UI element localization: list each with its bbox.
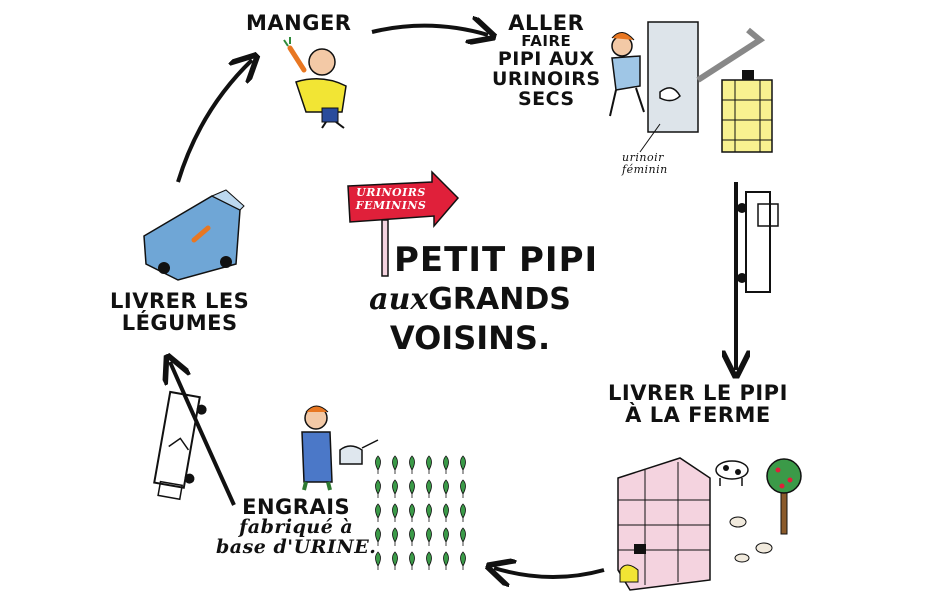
- sprout: [460, 479, 466, 498]
- sprout: [426, 455, 432, 474]
- step-aller-pipi: ALLER FAIRE PIPI AUX URINOIRS SECS: [492, 12, 601, 110]
- sign-text: URINOIRS FEMININS: [350, 186, 432, 212]
- blue-van-illustration: [143, 189, 245, 281]
- sprout: [375, 479, 381, 498]
- sprout: [443, 503, 449, 522]
- title-line-2: auxGRANDS: [360, 282, 580, 317]
- note-line-2: féminin: [622, 163, 668, 177]
- sprout: [392, 479, 398, 498]
- arrow-ferme-to-engrais: [494, 568, 605, 577]
- sprout: [460, 455, 466, 474]
- aller-line-5: SECS: [517, 87, 575, 110]
- sprout: [460, 551, 466, 570]
- sprout: [392, 527, 398, 546]
- sign-line-2: FEMININS: [355, 199, 427, 213]
- sprout: [409, 503, 415, 522]
- crop-field-illustration: [375, 455, 466, 570]
- sprout: [443, 455, 449, 474]
- diagram-title: PETIT PIPI auxGRANDS VOISINS.: [360, 240, 599, 357]
- person-eating-illustration: [283, 37, 347, 129]
- sprout: [426, 503, 432, 522]
- sprout: [443, 527, 449, 546]
- engrais-line-2: fabriqué à: [239, 516, 354, 539]
- sprout: [375, 527, 381, 546]
- step-engrais: ENGRAIS fabriqué à base d'URINE.: [216, 496, 376, 558]
- note-line-1: urinoir: [622, 151, 664, 164]
- sprout: [443, 551, 449, 570]
- step-manger: MANGER: [246, 11, 352, 35]
- engrais-line-1: ENGRAIS: [242, 495, 351, 519]
- sprout: [375, 503, 381, 522]
- sprout: [392, 551, 398, 570]
- engrais-line-3: base d'URINE.: [216, 535, 377, 558]
- sprout: [409, 479, 415, 498]
- title-line-2-main: GRANDS: [428, 282, 571, 317]
- gardener-illustration: [301, 405, 379, 491]
- sprout: [460, 503, 466, 522]
- sprout: [409, 455, 415, 474]
- aller-line-2: FAIRE: [521, 32, 572, 51]
- sprout: [460, 527, 466, 546]
- livrer-pipi-line-1: LIVRER LE PIPI: [608, 381, 788, 405]
- sprout: [392, 503, 398, 522]
- signpost-illustration: [347, 170, 460, 277]
- arrow-manger-to-aller: [371, 26, 488, 35]
- sprout: [409, 527, 415, 546]
- aller-line-4: URINOIRS: [492, 67, 601, 90]
- farm-illustration: [617, 457, 802, 591]
- tank-truck-right-illustration: [737, 191, 779, 293]
- sprout: [375, 455, 381, 474]
- livrer-legumes-line-2: LÉGUMES: [121, 311, 238, 336]
- sign-line-1: URINOIRS: [356, 186, 426, 199]
- title-line-2-prefix: aux: [369, 282, 429, 317]
- urinoir-feminin-note: urinoir féminin: [622, 151, 668, 177]
- sprout: [426, 527, 432, 546]
- delivery-truck-left-illustration: [153, 390, 207, 501]
- title-line-3: VOISINS.: [389, 319, 551, 357]
- livrer-legumes-line-1: LIVRER LES: [110, 289, 250, 313]
- arrow-engrais-to-livrer: [170, 362, 236, 506]
- woman-at-urinal-illustration: [609, 21, 773, 153]
- sprout: [409, 551, 415, 570]
- aller-line-1: ALLER: [508, 11, 585, 35]
- sprout: [426, 551, 432, 570]
- title-line-1: PETIT PIPI: [394, 240, 599, 280]
- arrow-livrer-to-manger: [176, 60, 252, 183]
- livrer-pipi-line-2: À LA FERME: [625, 403, 771, 428]
- sprout: [375, 551, 381, 570]
- aller-line-3: PIPI AUX: [497, 47, 595, 70]
- sprout: [426, 479, 432, 498]
- sprout: [443, 479, 449, 498]
- sprout: [392, 455, 398, 474]
- step-livrer-pipi: LIVRER LE PIPI À LA FERME: [608, 382, 788, 426]
- step-livrer-legumes: LIVRER LES LÉGUMES: [110, 290, 249, 334]
